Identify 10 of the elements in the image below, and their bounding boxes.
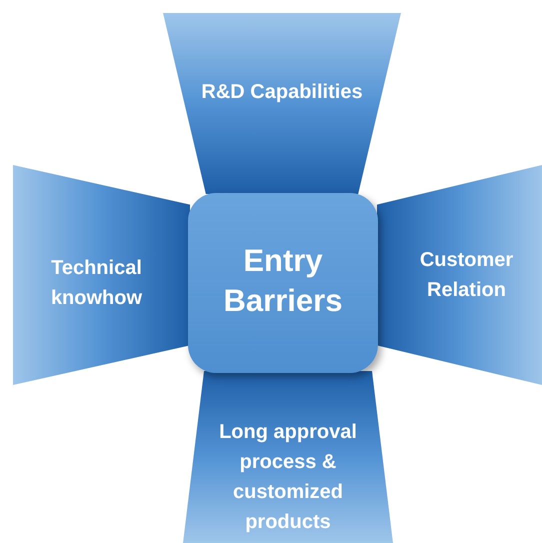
trapezoid-panel — [163, 13, 401, 194]
panel-label: Customer Relation — [418, 248, 514, 303]
panel-label: R&D Capabilities — [200, 80, 364, 105]
panel-label: Long approval process & customized products — [218, 420, 358, 535]
trapezoid-panel — [183, 371, 393, 543]
trapezoid-panel — [377, 165, 542, 385]
trapezoid-panel — [13, 165, 190, 385]
panel-label: Technical knowhow — [50, 256, 144, 311]
panel-label: Entry Barriers — [222, 242, 344, 320]
center-rounded-box — [188, 193, 378, 373]
